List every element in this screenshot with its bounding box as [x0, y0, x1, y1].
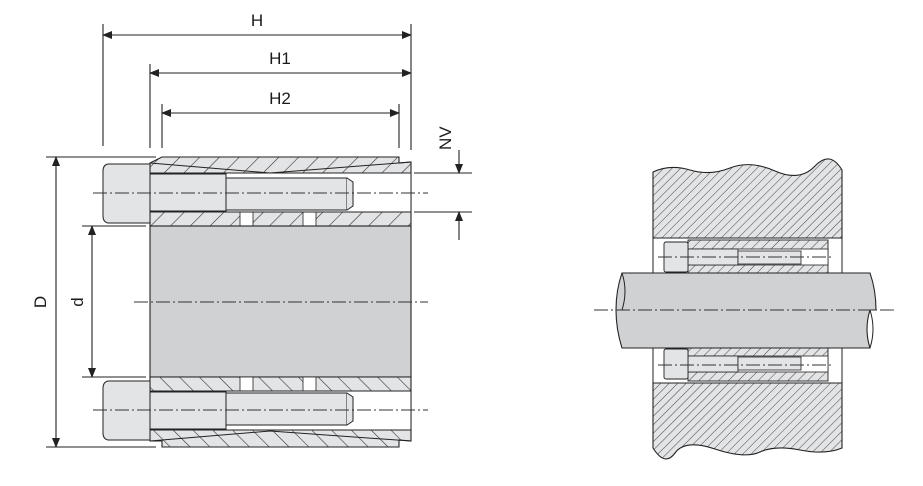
label-d: d	[68, 297, 87, 306]
label-H2: H2	[269, 89, 291, 108]
hub-upper	[652, 158, 843, 239]
label-H: H	[251, 11, 263, 30]
screw-body	[149, 173, 227, 212]
screw-shank	[225, 177, 348, 211]
label-NV: NV	[436, 126, 455, 150]
screw-head	[102, 163, 151, 224]
upper-section	[93, 156, 428, 227]
installed-assembly-view	[594, 158, 894, 460]
hub-lower	[652, 382, 843, 460]
screw-head	[663, 348, 689, 380]
label-H1: H1	[269, 49, 291, 68]
lower-section	[93, 376, 428, 448]
label-D: D	[31, 296, 50, 308]
bore-area	[149, 225, 412, 378]
screw-head	[102, 380, 151, 441]
shaft	[615, 272, 877, 349]
locking-assembly-section: H H1 H2 NV D d	[31, 11, 472, 448]
